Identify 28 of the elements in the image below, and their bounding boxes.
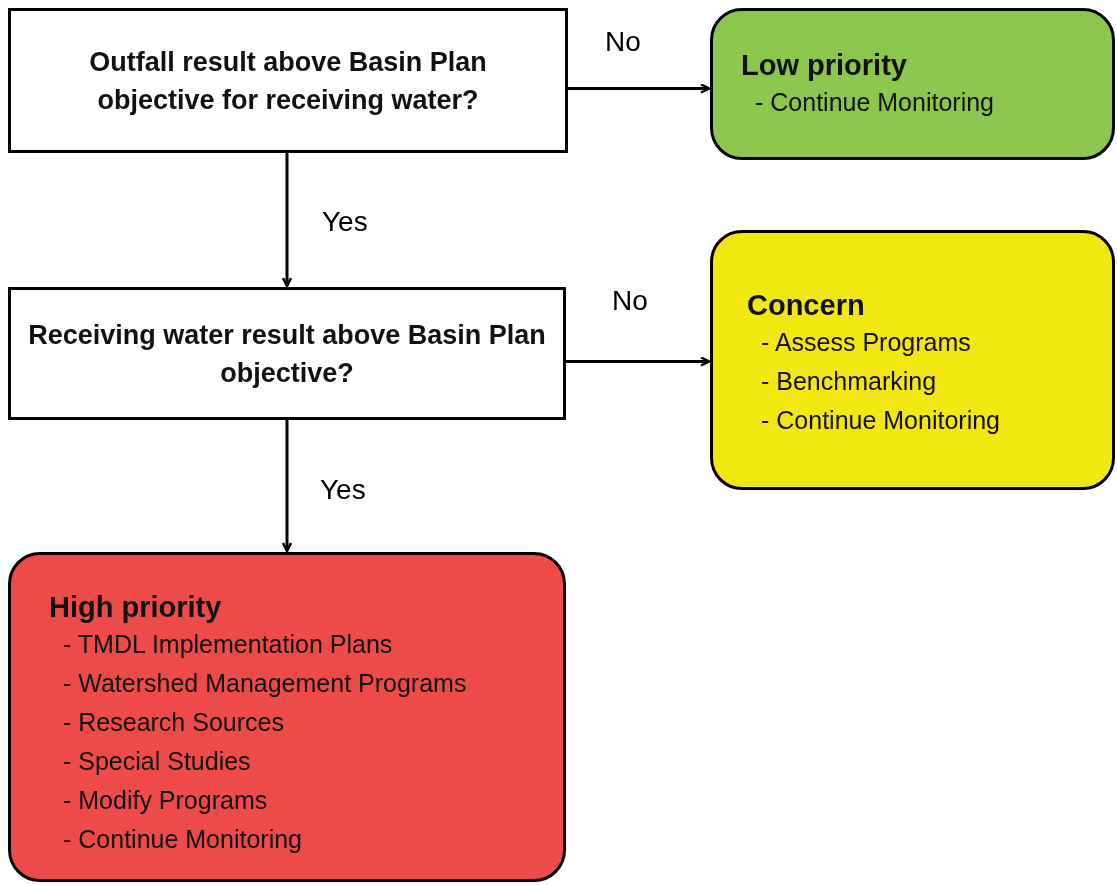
action-item: - Continue Monitoring [755, 87, 994, 118]
arrow [566, 356, 711, 367]
question-text: Receiving water result above Basin Plan objective? [27, 318, 547, 390]
decision-box [8, 8, 568, 153]
arrow [568, 83, 711, 94]
action-item: - Watershed Management Programs [63, 668, 467, 699]
action-item: - Continue Monitoring [761, 405, 1000, 436]
action-item: - TMDL Implementation Plans [63, 629, 393, 660]
edge-label: Yes [320, 476, 366, 504]
edge-label: No [612, 287, 648, 315]
arrow [281, 420, 293, 553]
priority-heading: Concern [747, 288, 865, 323]
outcome-box [710, 230, 1115, 490]
priority-heading: Low priority [741, 48, 907, 83]
decision-box [8, 287, 566, 420]
outcome-box [8, 552, 566, 882]
arrow [281, 153, 293, 288]
action-item: - Assess Programs [761, 327, 971, 358]
action-item: - Continue Monitoring [63, 824, 302, 855]
action-item: - Modify Programs [63, 785, 268, 816]
edge-label: No [605, 28, 641, 56]
edge-label: Yes [322, 208, 368, 236]
action-item: - Research Sources [63, 707, 284, 738]
action-item: - Benchmarking [761, 366, 937, 397]
outcome-box [710, 8, 1115, 160]
question-text: Outfall result above Basin Plan objective for receiving water? [88, 45, 488, 117]
priority-heading: High priority [49, 590, 222, 625]
action-item: - Special Studies [63, 746, 251, 777]
